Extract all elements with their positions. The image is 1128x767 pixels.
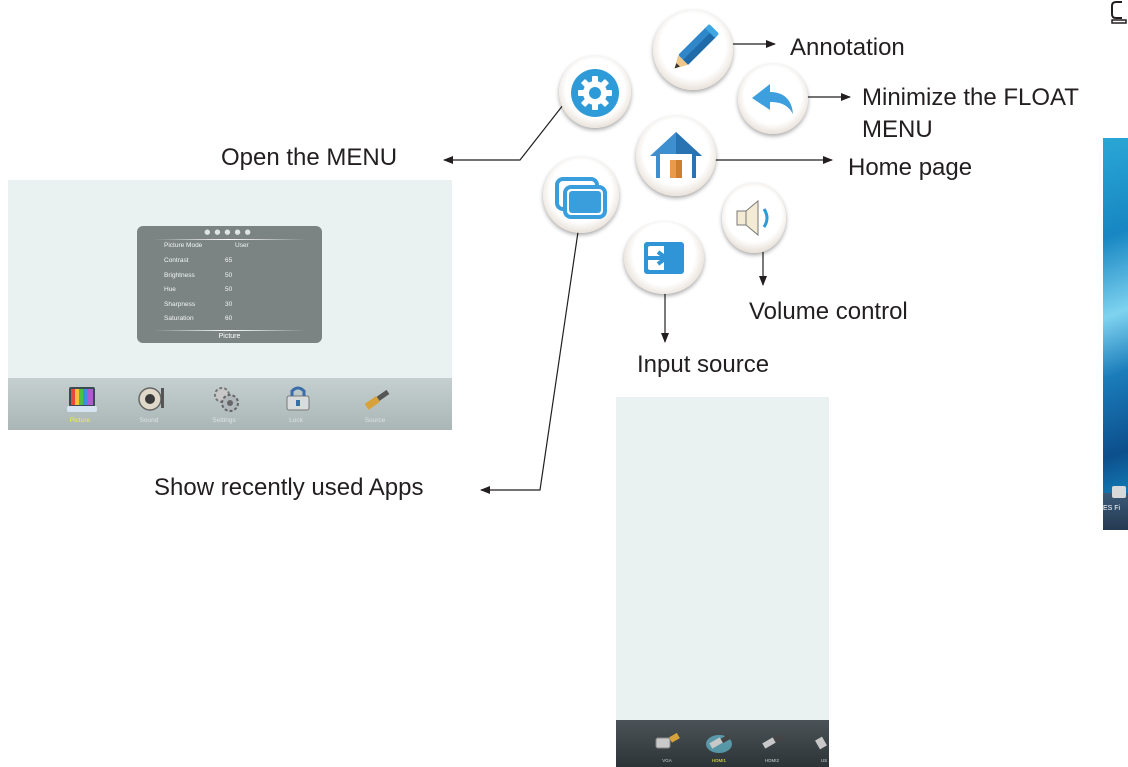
lock-icon — [286, 386, 310, 411]
divider — [153, 330, 306, 331]
tab-sound[interactable]: Sound — [119, 382, 179, 428]
picture-icon — [67, 387, 97, 412]
partial-icon — [1111, 1, 1127, 24]
divider — [153, 239, 306, 240]
row-label: Picture Mode — [164, 242, 203, 249]
row-value: 60 — [225, 315, 233, 322]
recent-apps-leader — [480, 231, 579, 494]
panel-title: Picture — [218, 333, 241, 340]
tab-settings[interactable]: Settings — [194, 382, 254, 428]
app-tile-icon[interactable] — [1112, 486, 1126, 498]
tab-source[interactable]: Source — [345, 382, 405, 428]
row-label: Saturation — [164, 315, 194, 322]
open-menu-label: Open the MENU — [221, 144, 398, 171]
windows-icon — [555, 177, 607, 219]
tab-label: Lock — [289, 417, 303, 424]
row-value: User — [235, 242, 249, 249]
settings-icon — [214, 387, 239, 412]
row-value: 50 — [225, 272, 233, 279]
menu-tab-bar: Picture Sound Settings Lock — [8, 378, 452, 430]
source-screenshot: VGA HDMI1 HDMI2 US — [616, 397, 829, 767]
float-volume-button[interactable] — [722, 183, 786, 253]
hdmi-connector-icon — [762, 734, 784, 749]
home-page-label: Home page — [848, 154, 973, 181]
tab-label: Source — [364, 417, 386, 424]
desktop-screenshot: ES Fi — [1103, 138, 1128, 530]
minimize-label-line2: MENU — [862, 116, 933, 143]
open-menu-leader — [443, 99, 568, 164]
recent-apps-label: Show recently used Apps — [154, 474, 424, 501]
speaker-icon — [736, 199, 769, 237]
source-icon — [364, 389, 390, 410]
float-minimize-button[interactable] — [738, 64, 808, 134]
input-source-label: Input source — [637, 351, 770, 378]
volume-control-label: Volume control — [749, 298, 908, 325]
tab-label: Sound — [139, 417, 159, 424]
tab-label: HDMI1 — [711, 758, 726, 763]
row-label: Hue — [164, 286, 176, 293]
menu-screenshot: ●●●●● Picture Mode User Contrast 65 Bright… — [8, 180, 452, 430]
float-annotation-button[interactable] — [653, 10, 733, 90]
input-source-icon — [644, 242, 684, 274]
tab-lock[interactable]: Lock — [266, 382, 326, 428]
tab-label: Settings — [212, 417, 236, 424]
row-label: Brightness — [164, 272, 195, 279]
tab-label: VGA — [662, 758, 672, 763]
tab-hdmi1[interactable]: HDMI1 — [696, 724, 742, 766]
back-arrow-icon — [752, 84, 793, 114]
row-value: 65 — [225, 257, 233, 264]
sound-icon — [138, 387, 164, 411]
gear-icon — [571, 69, 619, 117]
float-input-source-button[interactable] — [624, 222, 704, 294]
pencil-icon — [674, 24, 719, 69]
page-indicator: ●●●●● — [204, 228, 255, 236]
hdmi-connector-icon — [706, 734, 732, 753]
tab-label: HDMI2 — [764, 758, 779, 763]
minimize-label-line1: Minimize the FLOAT — [862, 84, 1079, 111]
picture-settings-panel: ●●●●● Picture Mode User Contrast 65 Bright… — [137, 226, 322, 343]
vga-connector-icon — [655, 732, 680, 749]
row-value: 50 — [225, 286, 233, 293]
taskbar — [1103, 493, 1128, 530]
source-tab-bar: VGA HDMI1 HDMI2 US — [616, 720, 829, 767]
taskbar-label: ES Fi — [1103, 505, 1121, 512]
tab-picture[interactable]: Picture — [50, 382, 110, 428]
tab-label: Picture — [69, 417, 91, 424]
tab-vga[interactable]: VGA — [644, 724, 690, 766]
row-label: Sharpness — [164, 301, 196, 308]
tab-hdmi2[interactable]: HDMI2 — [749, 724, 795, 766]
float-home-button[interactable] — [636, 116, 716, 196]
row-value: 30 — [225, 301, 233, 308]
row-label: Contrast — [164, 257, 189, 264]
usb-connector-icon — [815, 736, 827, 750]
annotation-label: Annotation — [790, 34, 905, 61]
home-icon — [650, 132, 702, 178]
tab-label: US — [820, 758, 828, 763]
tab-usb[interactable]: US — [801, 724, 829, 766]
float-recent-apps-button[interactable] — [543, 157, 619, 233]
float-settings-button[interactable] — [559, 56, 631, 128]
